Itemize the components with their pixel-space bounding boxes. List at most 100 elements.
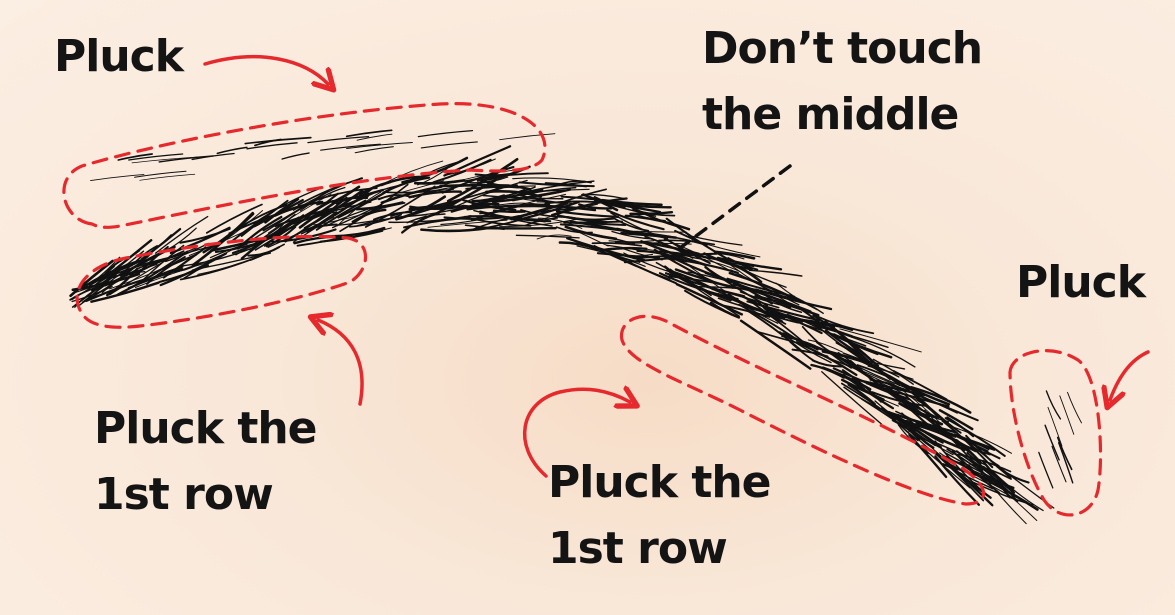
hair-stroke	[802, 323, 867, 347]
stray-hair	[417, 129, 474, 138]
stray-hair	[128, 153, 184, 161]
hair-stroke	[835, 372, 866, 390]
hair-stroke	[154, 215, 209, 254]
hair-stroke	[499, 219, 577, 228]
hair-stroke	[901, 387, 979, 422]
hair-stroke	[683, 261, 753, 309]
hair-stroke	[473, 209, 553, 227]
tail-stray-hair	[1057, 442, 1074, 484]
stray-hair	[139, 173, 196, 181]
hair-stroke	[408, 190, 462, 199]
hair-stroke	[520, 200, 581, 221]
tail-stray-hair	[1038, 451, 1054, 489]
hair-stroke	[315, 199, 367, 231]
hair-stroke	[607, 201, 672, 209]
hair-stroke	[674, 268, 734, 289]
hair-stroke	[632, 208, 676, 217]
hair-stroke	[748, 269, 803, 277]
hair-stroke	[337, 219, 379, 226]
hair-stroke	[622, 248, 663, 261]
hair-stroke	[348, 213, 403, 228]
hair-stroke	[688, 234, 743, 246]
hair-stroke	[395, 195, 447, 221]
hair-stroke	[867, 375, 923, 411]
hair-stroke	[901, 389, 942, 424]
hair-stroke	[934, 455, 980, 506]
stray-hair	[346, 142, 413, 149]
hair-stroke	[511, 190, 563, 202]
hair-stroke	[591, 242, 643, 247]
hair-stroke	[614, 253, 653, 257]
hair-stroke	[433, 185, 507, 207]
tail-stray-hair	[1045, 390, 1062, 420]
hair-stroke	[316, 197, 369, 206]
hair-stroke	[576, 245, 646, 267]
hair-stroke	[900, 419, 949, 438]
hair-stroke	[432, 158, 492, 184]
hair-stroke	[440, 217, 486, 226]
hair-stroke	[90, 281, 160, 303]
hair-stroke	[606, 209, 665, 231]
hair-stroke	[512, 188, 590, 195]
hair-stroke	[658, 239, 716, 246]
hair-stroke	[850, 336, 916, 368]
hair-stroke	[536, 234, 572, 240]
middle-label-line-2: the middle	[702, 89, 959, 140]
pluck-zone-top-outline	[62, 102, 547, 229]
hair-stroke	[466, 203, 551, 211]
tail-stray-hair	[1044, 424, 1060, 461]
pluck-tail-text: Pluck	[1016, 257, 1146, 308]
hair-stroke	[169, 226, 231, 255]
hair-stroke	[781, 332, 819, 351]
hair-stroke	[197, 262, 242, 275]
hair-stroke	[910, 386, 972, 414]
middle-leader-line	[678, 164, 792, 250]
hair-stroke	[205, 203, 263, 234]
hair-stroke	[406, 213, 446, 224]
hair-stroke	[390, 204, 473, 219]
hair-stroke	[612, 254, 678, 285]
hair-stroke	[188, 223, 260, 256]
first-row-left-line-2: 1st row	[94, 469, 274, 520]
hair-stroke	[297, 177, 364, 206]
first-row-right-line-2: 1st row	[548, 523, 728, 574]
hair-stroke	[515, 234, 580, 239]
first-row-right-outline	[620, 314, 986, 506]
hair-stroke	[611, 230, 653, 240]
stray-hair	[499, 133, 556, 141]
hair-stroke	[325, 204, 383, 227]
hair-stroke	[470, 204, 522, 222]
hair-stroke	[669, 268, 740, 317]
hair-stroke	[372, 210, 413, 221]
hair-stroke	[840, 382, 897, 421]
hair-stroke	[299, 186, 346, 212]
hair-stroke	[267, 193, 332, 234]
hair-stroke	[683, 289, 728, 314]
hair-stroke	[841, 369, 883, 403]
hair-stroke	[902, 398, 971, 453]
stray-hair	[420, 141, 478, 149]
first-row-left-arrow	[318, 320, 364, 406]
hair-stroke	[566, 216, 608, 224]
hair-stroke	[904, 394, 932, 418]
tail-stray-hair	[1067, 391, 1082, 424]
hair-stroke	[812, 324, 889, 349]
hair-stroke	[880, 407, 916, 431]
hair-stroke	[730, 269, 800, 306]
hair-stroke	[109, 272, 154, 290]
hair-stroke	[815, 341, 854, 364]
tail-stray-hair	[1056, 436, 1073, 471]
stray-hair	[158, 155, 214, 163]
hair-stroke	[944, 417, 1006, 457]
hair-stroke	[298, 185, 361, 229]
hair-stroke	[91, 263, 128, 292]
hair-stroke	[923, 421, 989, 452]
hair-stroke	[593, 244, 641, 263]
hair-stroke	[749, 300, 804, 342]
hair-stroke	[408, 205, 464, 211]
hair-stroke	[623, 230, 687, 233]
hair-stroke	[358, 180, 391, 196]
hair-stroke	[978, 469, 1027, 525]
